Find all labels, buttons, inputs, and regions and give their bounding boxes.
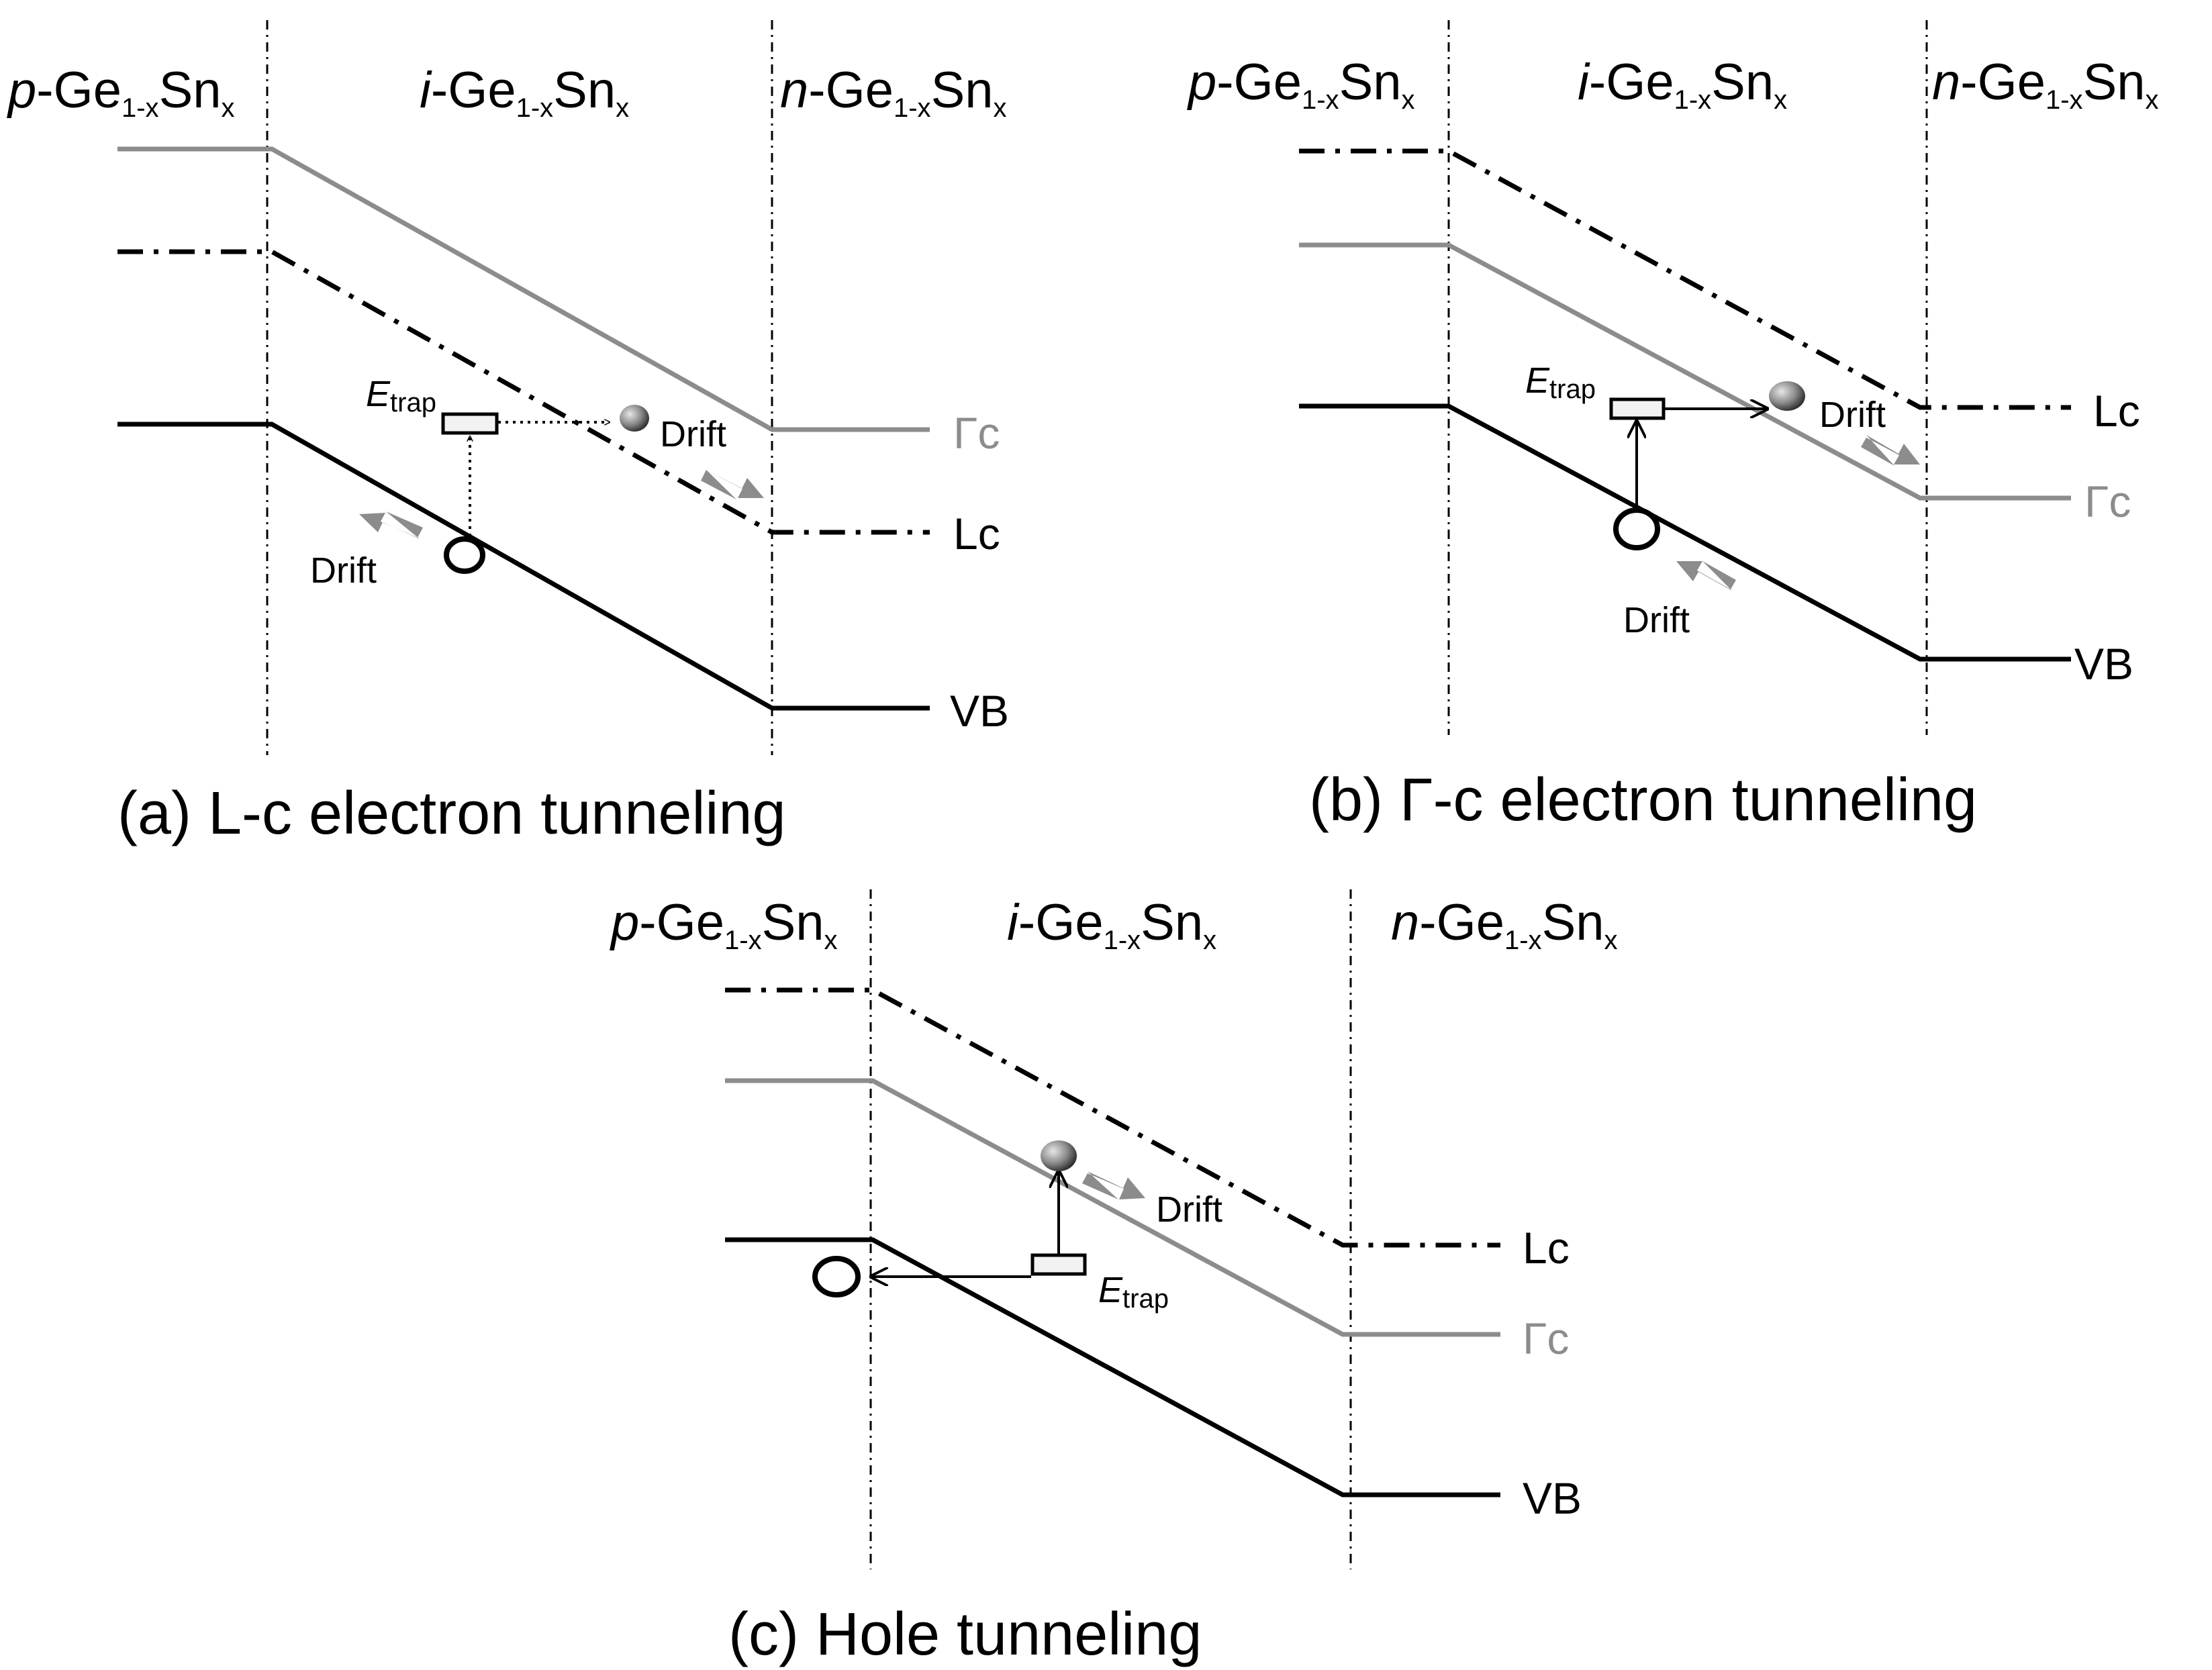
drift-arrow-left bbox=[1676, 561, 1736, 591]
valence-band-line bbox=[117, 422, 930, 711]
region-label-n: n-Ge1-xSnx bbox=[1391, 894, 1618, 955]
gamma-band-label: Γc bbox=[2084, 477, 2131, 526]
electron bbox=[1041, 1140, 1077, 1171]
lc-band-line bbox=[725, 987, 1500, 1248]
lc-band-label: Lc bbox=[1523, 1223, 1570, 1273]
trap-level bbox=[1030, 1253, 1087, 1276]
trap-level bbox=[441, 412, 499, 435]
hole-circle bbox=[1613, 507, 1660, 550]
caption-c: (c) Hole tunneling bbox=[728, 1601, 1202, 1668]
vb-band-label: VB bbox=[2074, 639, 2133, 689]
drift-arrow-right bbox=[1861, 435, 1920, 466]
vb-band-label: VB bbox=[1523, 1473, 1582, 1523]
panel-b: p-Ge1-xSnx i-Ge1-xSnx n-Ge1-xSnx Lc Γc V… bbox=[1187, 20, 2159, 834]
valence-band-line bbox=[1299, 403, 2071, 662]
region-label-n: n-Ge1-xSnx bbox=[1932, 54, 2159, 115]
hole-circle bbox=[444, 536, 485, 574]
gamma-band-line bbox=[1299, 242, 2071, 501]
lc-band-line bbox=[1299, 148, 2071, 410]
drift-arrow-right bbox=[701, 470, 764, 499]
gamma-band-label: Γc bbox=[953, 408, 1000, 458]
gamma-band-line bbox=[117, 146, 930, 432]
gamma-band-label: Γc bbox=[1523, 1314, 1569, 1363]
electron bbox=[620, 405, 649, 432]
drift-label-2: Drift bbox=[1623, 600, 1690, 640]
trap-label: Etrap bbox=[1098, 1270, 1169, 1314]
drift-label-1: Drift bbox=[660, 414, 726, 454]
electron bbox=[1769, 381, 1805, 411]
drift-label-2: Drift bbox=[310, 550, 377, 591]
gamma-band-line bbox=[725, 1078, 1500, 1337]
panel-c: p-Ge1-xSnx i-Ge1-xSnx n-Ge1-xSnx Lc Γc V… bbox=[610, 889, 1618, 1668]
region-label-i: i-Ge1-xSnx bbox=[1578, 54, 1787, 115]
region-label-i: i-Ge1-xSnx bbox=[1007, 894, 1216, 955]
region-label-p: p-Ge1-xSnx bbox=[7, 62, 235, 123]
hole-circle bbox=[812, 1256, 861, 1297]
caption-b: (b) Γ-c electron tunneling bbox=[1309, 767, 1977, 834]
panel-a: p-Ge1-xSnx i-Ge1-xSnx n-Ge1-xSnx Γc Lc V… bbox=[7, 20, 1009, 847]
lc-band-label: Lc bbox=[2093, 386, 2140, 436]
trap-label: Etrap bbox=[1525, 360, 1596, 404]
trap-level bbox=[1609, 397, 1666, 420]
drift-arrow-left bbox=[359, 511, 423, 539]
trap-label: Etrap bbox=[366, 374, 436, 418]
caption-a: (a) L-c electron tunneling bbox=[117, 780, 786, 847]
drift-arrow-right bbox=[1082, 1171, 1145, 1199]
region-label-p: p-Ge1-xSnx bbox=[1187, 54, 1415, 115]
drift-label-1: Drift bbox=[1156, 1189, 1222, 1230]
lc-band-label: Lc bbox=[953, 509, 1000, 558]
region-label-n: n-Ge1-xSnx bbox=[780, 62, 1007, 123]
region-label-p: p-Ge1-xSnx bbox=[610, 894, 838, 955]
lc-band-line bbox=[117, 249, 930, 535]
drift-label-1: Drift bbox=[1819, 395, 1886, 435]
region-label-i: i-Ge1-xSnx bbox=[420, 62, 629, 123]
vb-band-label: VB bbox=[950, 686, 1009, 736]
valence-band-line bbox=[725, 1237, 1500, 1497]
